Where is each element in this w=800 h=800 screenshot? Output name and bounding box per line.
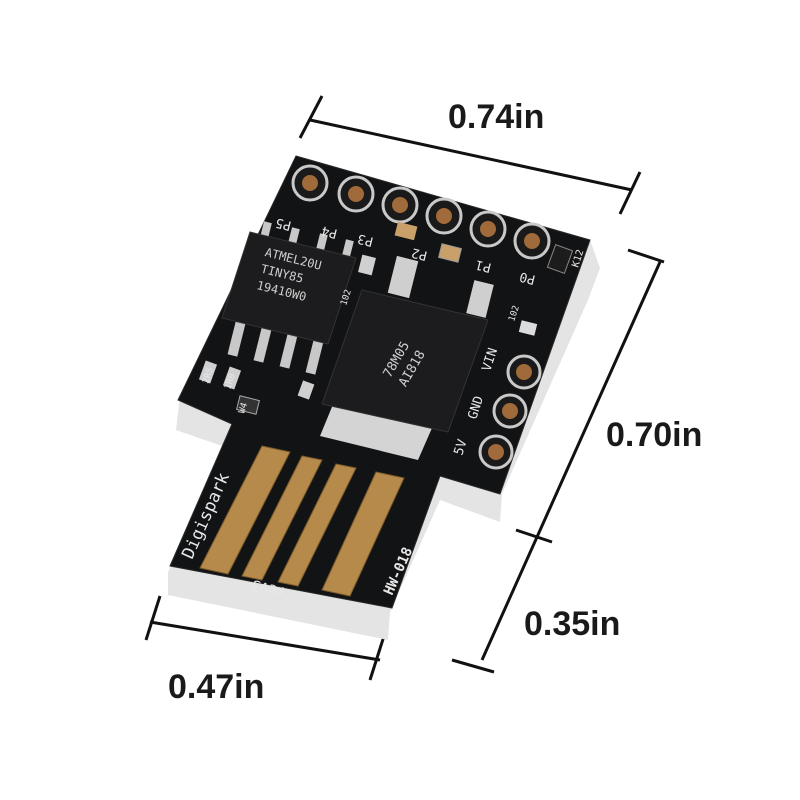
header-pins-side xyxy=(478,354,542,470)
usb-contact xyxy=(277,463,357,587)
pin-label: P0 xyxy=(518,268,537,286)
dim-line-right xyxy=(480,261,662,661)
silkscreen-pin-labels-top: P5 P4 P3 P2 P1 P0 xyxy=(274,214,537,286)
silkscreen-small-marks: K12 102 102 2R5 W4 1R0 xyxy=(201,248,586,415)
dim-line-top xyxy=(309,118,633,192)
pin-label: P4 xyxy=(320,222,339,240)
dimension-label-board-height: 0.70in xyxy=(606,416,703,454)
pin-label: P3 xyxy=(356,230,375,248)
pin-pad xyxy=(492,393,528,429)
dim-tick xyxy=(368,635,386,681)
voltage-regulator: 78M05 AI818 xyxy=(320,255,494,460)
pin-pad xyxy=(469,210,507,248)
pin-pad xyxy=(478,434,514,470)
pin-pad xyxy=(513,222,551,260)
dim-tick xyxy=(144,595,162,641)
silkscreen-pin-labels-side: VIN GND 5V xyxy=(452,346,502,457)
revision-label: rev3 xyxy=(250,576,287,600)
component-mark: K12 xyxy=(570,248,586,269)
dimension-label-top-width: 0.74in xyxy=(448,98,545,136)
dim-line-bottom xyxy=(149,620,381,662)
dim-tick xyxy=(515,528,553,544)
pin-label: VIN xyxy=(480,346,502,373)
component-mark: W4 xyxy=(237,402,250,415)
pin-pad xyxy=(337,175,375,213)
pin-label: GND xyxy=(466,394,488,421)
mcu-chip: ATMEL20U TINY85 19410W0 xyxy=(221,221,357,375)
smd-components xyxy=(198,221,574,415)
pin-label: P2 xyxy=(410,244,429,262)
component-mark: 1R0 xyxy=(223,372,238,391)
dimension-label-usb-height: 0.35in xyxy=(524,605,621,643)
component-mark: 102 xyxy=(339,288,354,307)
pin-pad xyxy=(291,164,329,202)
pin-pad xyxy=(381,186,419,224)
pin-label: 5V xyxy=(452,438,471,458)
pin-label: P5 xyxy=(274,214,293,232)
usb-contact xyxy=(241,455,323,581)
header-pins-top xyxy=(291,164,551,260)
usb-contacts xyxy=(199,445,405,597)
dim-tick xyxy=(618,171,642,215)
dim-tick xyxy=(627,248,665,264)
pin-pad xyxy=(506,354,542,390)
component-mark: 102 xyxy=(507,304,522,323)
usb-contact xyxy=(199,445,291,575)
dimension-label-usb-width: 0.47in xyxy=(168,668,265,706)
dim-tick xyxy=(451,658,495,674)
pin-pad xyxy=(425,197,463,235)
pin-label: P1 xyxy=(474,256,493,274)
dimension-lines xyxy=(144,95,665,681)
dim-tick xyxy=(298,95,324,139)
usb-contact xyxy=(321,471,405,597)
component-mark: 2R5 xyxy=(201,366,216,385)
